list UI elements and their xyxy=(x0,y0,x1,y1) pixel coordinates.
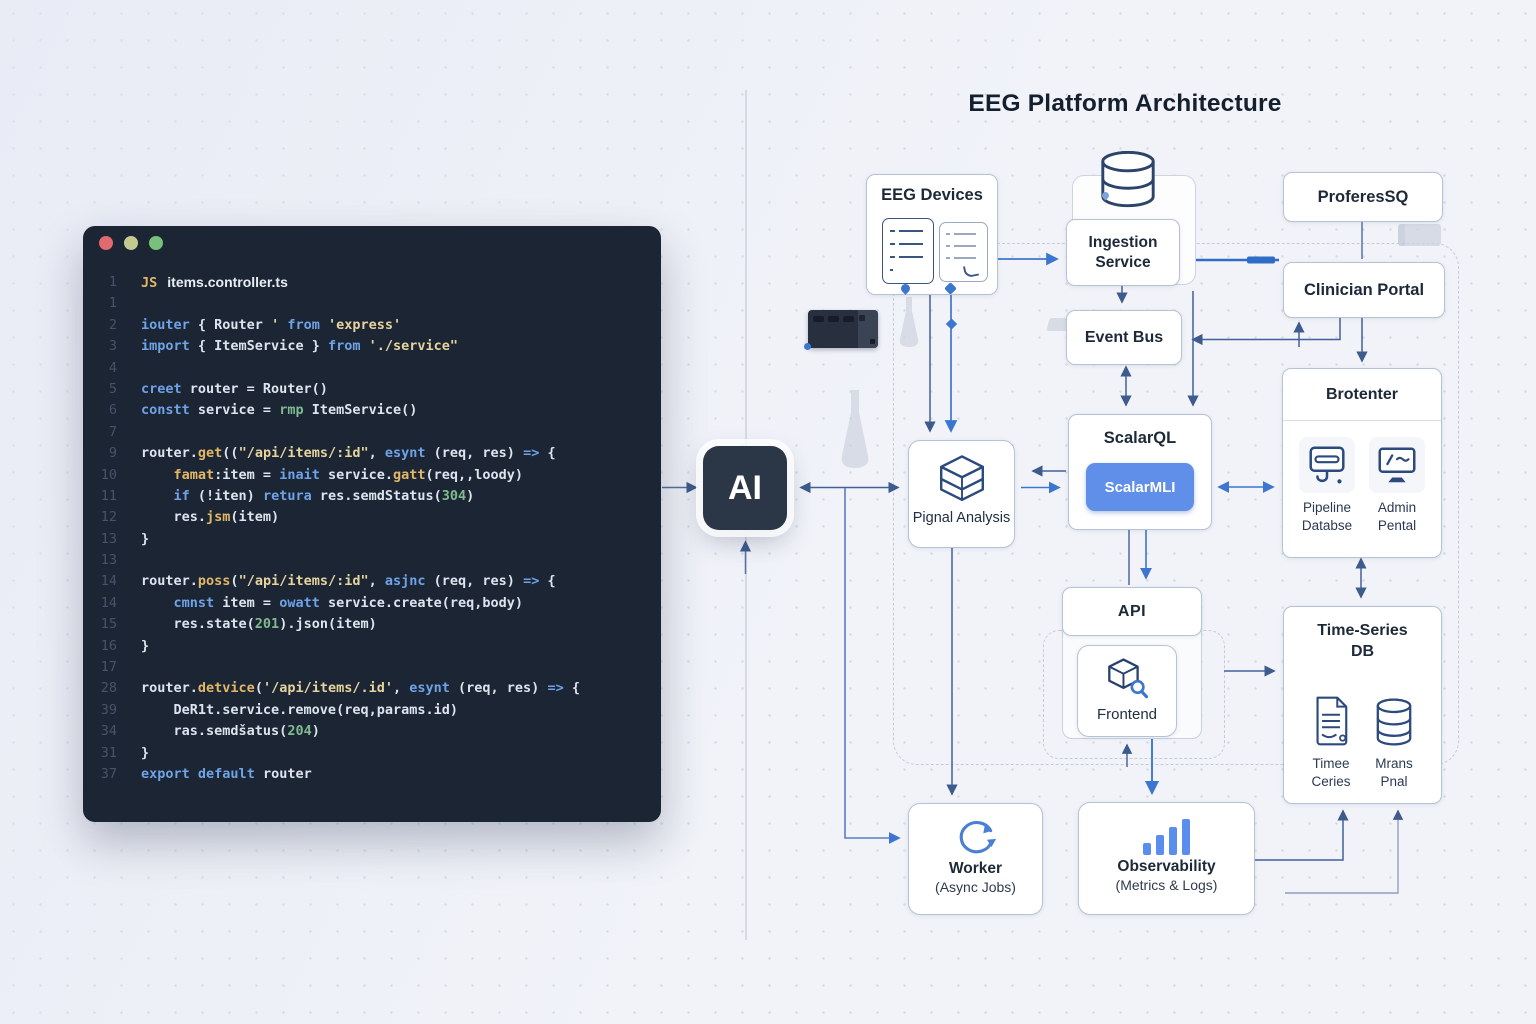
time-series-icon-label: Timee Ceries xyxy=(1311,756,1351,790)
time-series-doc-icon xyxy=(1316,696,1348,746)
node-browser: Brotenter Pipeline Databse Admin Pental xyxy=(1282,368,1442,558)
node-ingestion-service: Ingestion Service xyxy=(1066,219,1180,286)
observability-sublabel: (Metrics & Logs) xyxy=(1115,877,1218,893)
observability-bars-icon xyxy=(1142,819,1190,855)
code-line: 12 res.jsm(item) xyxy=(100,509,280,526)
code-line: 15 res.state(201).json(item) xyxy=(100,616,377,633)
tsdb-cylinder-icon xyxy=(1376,698,1412,746)
book-ghost-icon xyxy=(1398,224,1441,246)
admin-portal-monitor-icon xyxy=(1378,447,1416,483)
database-cylinder-icon xyxy=(1101,150,1155,208)
tsdb-label: Time-Series DB xyxy=(1317,622,1408,660)
frontend-label: Frontend xyxy=(1096,706,1158,723)
node-api: API xyxy=(1062,587,1202,636)
ai-badge-label: AI xyxy=(728,468,762,507)
ingestion-service-label: Ingestion Service xyxy=(1088,234,1158,271)
scalarql-label: ScalarQL xyxy=(1103,429,1177,447)
admin-tile-label: Admin Pental xyxy=(1377,500,1417,534)
scalarml-button[interactable]: ScalarMLI xyxy=(1086,463,1194,511)
code-line: 10 famat:item = inait service.gatt(req,,… xyxy=(100,466,524,483)
code-line: 34 ras.semdšatus(204) xyxy=(100,723,320,740)
window-controls xyxy=(99,236,163,250)
admin-tile xyxy=(1369,437,1425,493)
eeg-devices-label: EEG Devices xyxy=(881,186,983,204)
window-control-close[interactable] xyxy=(99,236,113,250)
worker-label: Worker xyxy=(948,860,1003,877)
observability-label: Observability xyxy=(1117,858,1216,875)
postgres-label: ProferesSQ xyxy=(1317,187,1409,206)
node-tsdb: Time-Series DB Timee Ceries Mrans Pnal xyxy=(1283,606,1442,804)
worker-sublabel: (Async Jobs) xyxy=(935,879,1016,895)
node-clinician-portal: Clinician Portal xyxy=(1283,262,1445,318)
signal-analysis-label: Pignal Analysis xyxy=(912,510,1011,526)
eeg-device-tile-2 xyxy=(939,222,988,282)
code-line: 17 xyxy=(100,659,117,676)
scalarml-button-label: ScalarMLI xyxy=(1104,478,1176,496)
eeg-device-tile-1 xyxy=(882,218,934,284)
js-file-badge: JS xyxy=(141,275,158,291)
code-line: 13 xyxy=(100,552,117,569)
signal-analysis-cube-icon xyxy=(939,455,984,502)
code-line: 1 xyxy=(108,295,117,312)
ai-badge: AI xyxy=(703,446,787,530)
node-observability: Observability (Metrics & Logs) xyxy=(1078,802,1255,915)
node-postgres: ProferesSQ xyxy=(1283,172,1443,222)
pipeline-database-icon xyxy=(1309,446,1345,484)
code-line: 39 DeR1t.service.remove(req,params.id) xyxy=(100,701,458,718)
pipeline-tile-label: Pipeline Databse xyxy=(1301,500,1353,534)
node-scalarql: ScalarQL ScalarMLI xyxy=(1068,414,1212,530)
event-bus-label: Event Bus xyxy=(1084,328,1164,346)
browser-label: Brotenter xyxy=(1325,385,1398,403)
diagram-title: EEG Platform Architecture xyxy=(968,90,1282,117)
code-line: 16} xyxy=(100,637,150,654)
window-control-minimize[interactable] xyxy=(124,236,138,250)
code-line: 7 xyxy=(108,423,117,440)
tsdb-cylinder-label: Mrans Pnal xyxy=(1375,756,1413,790)
code-line: 13} xyxy=(100,530,150,547)
worker-refresh-icon xyxy=(959,821,996,854)
node-signal-analysis: Pignal Analysis xyxy=(908,440,1015,548)
file-name: items.controller.ts xyxy=(167,274,288,290)
code-line: 11 if (!iten) retura res.semdStatus(304) xyxy=(100,487,475,504)
pipeline-tile xyxy=(1299,437,1355,493)
window-control-zoom[interactable] xyxy=(149,236,163,250)
code-line: 4 xyxy=(108,359,117,376)
eeg-hardware-device xyxy=(804,310,878,350)
node-event-bus: Event Bus xyxy=(1066,310,1182,365)
clinician-portal-label: Clinician Portal xyxy=(1303,280,1425,299)
frontend-cube-search-icon xyxy=(1108,658,1149,699)
node-worker: Worker (Async Jobs) xyxy=(908,803,1043,915)
node-eeg-devices: EEG Devices xyxy=(866,174,998,295)
browser-header: Brotenter xyxy=(1283,369,1441,421)
node-frontend: Frontend xyxy=(1077,645,1177,737)
code-line: 14 cmnst item = owatt service.create(req… xyxy=(100,594,524,611)
api-label: API xyxy=(1117,602,1147,620)
small-flask-ghost-icon xyxy=(899,297,919,347)
code-line: 31} xyxy=(100,744,150,761)
flask-ghost-icon xyxy=(841,390,869,468)
